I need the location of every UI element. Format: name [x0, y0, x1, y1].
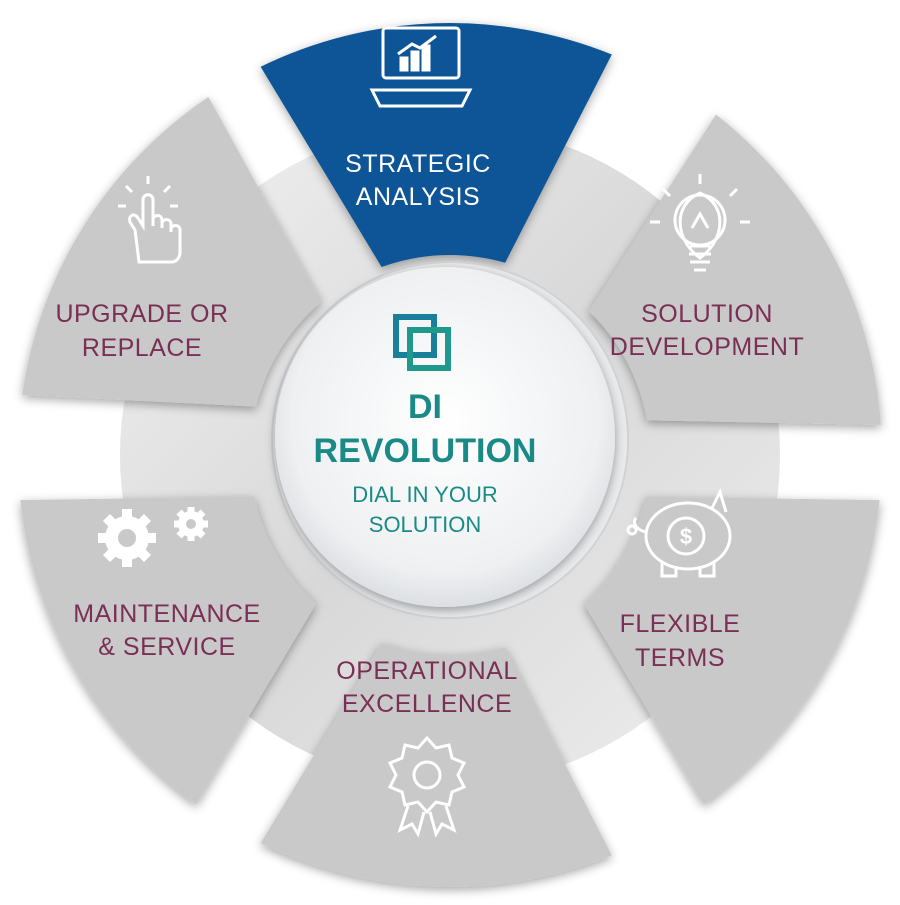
segment-label-flexible-terms-line2: TERMS [635, 644, 725, 672]
segment-label-solution-development-line1: SOLUTION [641, 300, 773, 328]
lightbulb-icon [650, 174, 750, 272]
hub-title-line1: DI [408, 388, 442, 426]
segment-label-strategic-analysis-line1: STRATEGIC [345, 150, 491, 178]
segment-upgrade-replace [22, 96, 322, 407]
segment-label-upgrade-replace-line2: REPLACE [82, 334, 202, 362]
segment-label-operational-excellence-line1: OPERATIONAL [336, 657, 517, 685]
piggy-bank-icon: $ [626, 487, 732, 578]
segment-maintenance-service [20, 496, 317, 805]
svg-text:$: $ [680, 524, 692, 549]
hub-outer-edge [271, 261, 629, 619]
hub-circle [275, 267, 615, 607]
segment-label-flexible-terms-line1: FLEXIBLE [620, 610, 741, 638]
di-logo-icon [393, 314, 451, 371]
gears-icon [98, 507, 208, 567]
hub-subtitle-line1: DIAL IN YOUR [352, 482, 497, 507]
laptop-chart-icon [369, 26, 473, 108]
segment-label-operational-excellence-line2: EXCELLENCE [342, 690, 512, 718]
segment-label-maintenance-service-line1: MAINTENANCE [73, 600, 260, 628]
segment-label-maintenance-service-line2: & SERVICE [98, 633, 235, 661]
hub-title-line2: REVOLUTION [314, 432, 537, 470]
hub-subtitle-line2: SOLUTION [369, 512, 481, 537]
segment-label-upgrade-replace-line1: UPGRADE OR [55, 300, 228, 328]
hand-pointer-icon [118, 176, 182, 264]
segment-label-strategic-analysis-line2: ANALYSIS [356, 183, 480, 211]
segment-label-solution-development-line2: DEVELOPMENT [610, 333, 804, 361]
segment-solution-development [588, 114, 881, 425]
award-badge-icon [387, 735, 467, 838]
segment-strategic-analysis [260, 23, 612, 268]
segment-flexible-terms [583, 496, 880, 805]
